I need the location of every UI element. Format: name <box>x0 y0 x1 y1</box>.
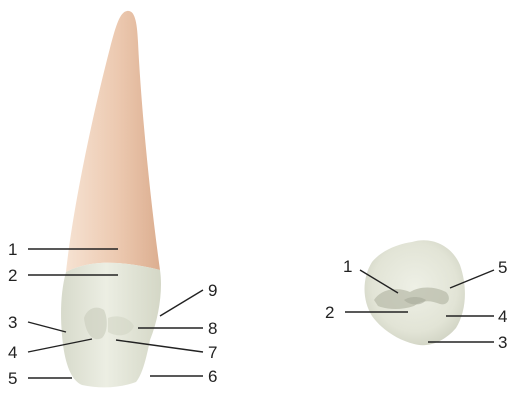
label-l9: 9 <box>208 281 217 300</box>
label-l2: 2 <box>8 266 17 285</box>
label-l5: 5 <box>8 369 17 388</box>
label-l1: 1 <box>8 240 17 259</box>
label-r4: 4 <box>498 307 507 326</box>
leader-line-9 <box>160 290 203 316</box>
tooth-occlusal-view <box>365 240 465 345</box>
label-l4: 4 <box>8 343 17 362</box>
tooth-root <box>66 11 160 272</box>
leader-line-3 <box>28 322 66 332</box>
label-l3: 3 <box>8 313 17 332</box>
label-r3: 3 <box>498 333 507 352</box>
tooth-side-view <box>61 11 161 387</box>
label-r1: 1 <box>343 257 352 276</box>
label-l6: 6 <box>208 367 217 386</box>
label-l7: 7 <box>208 343 217 362</box>
label-r2: 2 <box>325 303 334 322</box>
label-l8: 8 <box>208 319 217 338</box>
label-r5: 5 <box>498 258 507 277</box>
